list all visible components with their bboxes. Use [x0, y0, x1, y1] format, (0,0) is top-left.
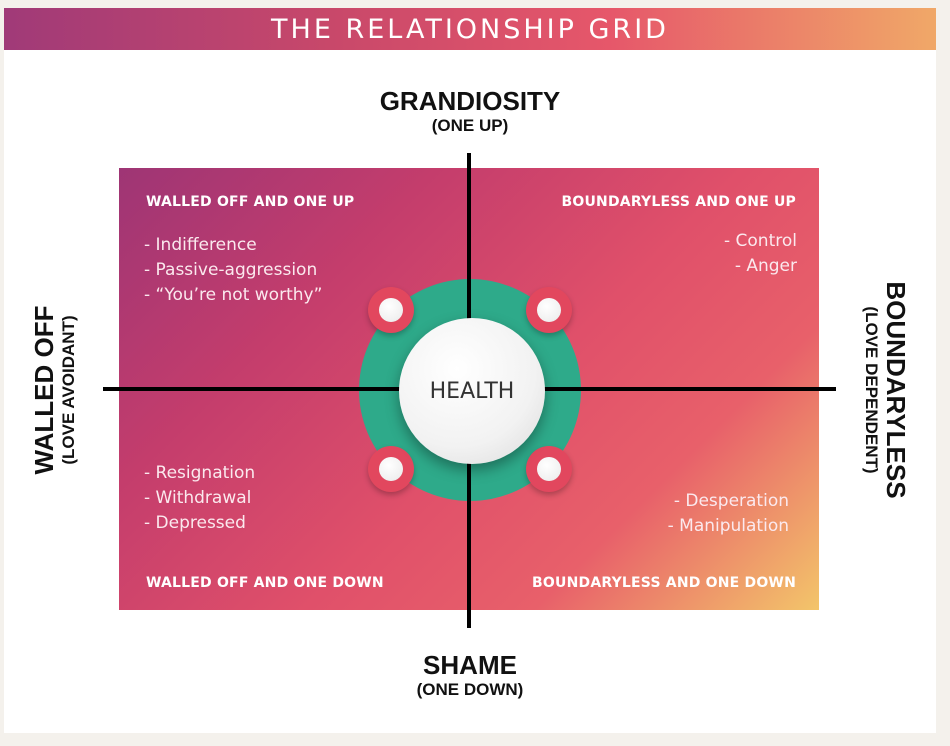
bottom-right-knob-icon	[526, 446, 572, 492]
quadrant-bottom-right-title: BOUNDARYLESS AND ONE DOWN	[532, 575, 796, 591]
top-right-knob-icon	[526, 287, 572, 333]
banner-title: THE RELATIONSHIP GRID	[4, 8, 936, 50]
list-item: - Depressed	[144, 513, 246, 533]
right-axis-title: BOUNDARYLESS (LOVE DEPENDENT)	[851, 240, 911, 540]
left-axis-sublabel: (LOVE AVOIDANT)	[59, 315, 78, 465]
list-item: - Indifference	[144, 235, 257, 255]
list-item: - Anger	[734, 256, 797, 276]
bottom-left-knob-icon	[368, 446, 414, 492]
list-item: - Passive-aggression	[144, 260, 318, 280]
list-item: - Withdrawal	[144, 488, 252, 508]
left-axis-title: WALLED OFF (LOVE AVOIDANT)	[29, 240, 89, 540]
right-axis-label: BOUNDARYLESS	[881, 281, 911, 499]
top-left-knob-icon	[368, 287, 414, 333]
quadrant-top-left-title: WALLED OFF AND ONE UP	[146, 194, 355, 210]
bottom-axis-sublabel: (ONE DOWN)	[416, 680, 524, 699]
quadrant-top-left-list: - Indifference - Passive-aggression - “Y…	[144, 233, 322, 308]
quadrant-bottom-left-title: WALLED OFF AND ONE DOWN	[146, 575, 384, 591]
quadrant-top-right-title: BOUNDARYLESS AND ONE UP	[561, 194, 796, 210]
top-axis-sublabel: (ONE UP)	[431, 116, 509, 135]
health-label: HEALTH	[429, 378, 515, 404]
top-axis-title: GRANDIOSITY (ONE UP)	[320, 86, 620, 136]
left-axis-label: WALLED OFF	[29, 305, 59, 475]
list-item: - Manipulation	[667, 516, 789, 536]
bottom-axis-title: SHAME (ONE DOWN)	[320, 650, 620, 700]
quadrant-bottom-right-list: - Desperation - Manipulation	[668, 489, 789, 539]
right-axis-sublabel: (LOVE DEPENDENT)	[862, 306, 881, 474]
top-axis-label: GRANDIOSITY	[379, 86, 561, 116]
list-item: - Control	[724, 231, 797, 251]
list-item: - Desperation	[673, 491, 789, 511]
quadrant-top-right-list: - Control - Anger	[724, 229, 797, 279]
bottom-axis-label: SHAME	[423, 650, 517, 680]
list-item: - “You’re not worthy”	[144, 285, 323, 305]
health-hub: HEALTH	[399, 318, 545, 464]
quadrant-bottom-left-list: - Resignation - Withdrawal - Depressed	[144, 461, 255, 536]
list-item: - Resignation	[144, 463, 256, 483]
